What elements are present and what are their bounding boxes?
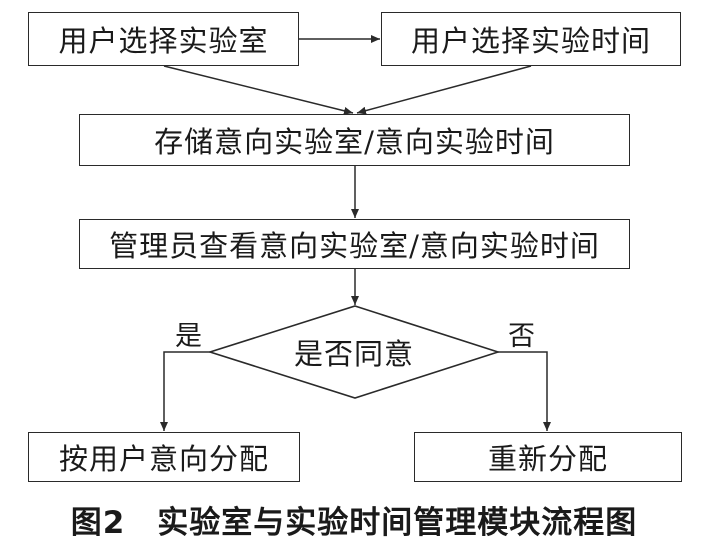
node-user-select-time: 用户选择实验时间 <box>381 12 681 66</box>
node-admin-view-label: 管理员查看意向实验室/意向实验时间 <box>109 229 600 263</box>
arrow-lab-to-store <box>163 65 354 115</box>
arrow-time-to-store <box>356 65 532 115</box>
decision-label: 是否同意 <box>293 337 414 371</box>
branch-no-label: 否 <box>508 321 535 352</box>
arrow-no-branch <box>498 351 551 431</box>
arrow-yes-branch <box>160 351 210 431</box>
node-store-intent-label: 存储意向实验室/意向实验时间 <box>154 125 555 159</box>
decision-diamond <box>207 305 501 399</box>
node-reassign: 重新分配 <box>414 432 682 482</box>
branch-yes-label: 是 <box>175 321 202 352</box>
node-reassign-label: 重新分配 <box>487 442 608 476</box>
node-store-intent: 存储意向实验室/意向实验时间 <box>79 114 630 166</box>
node-admin-view: 管理员查看意向实验室/意向实验时间 <box>79 219 630 269</box>
figure-caption: 图2 实验室与实验时间管理模块流程图 <box>70 504 638 541</box>
node-assign-by-intent: 按用户意向分配 <box>28 432 300 482</box>
node-user-select-lab-label: 用户选择实验室 <box>58 24 269 58</box>
node-user-select-time-label: 用户选择实验时间 <box>410 24 651 58</box>
node-assign-by-intent-label: 按用户意向分配 <box>58 442 269 476</box>
node-user-select-lab: 用户选择实验室 <box>28 12 299 66</box>
